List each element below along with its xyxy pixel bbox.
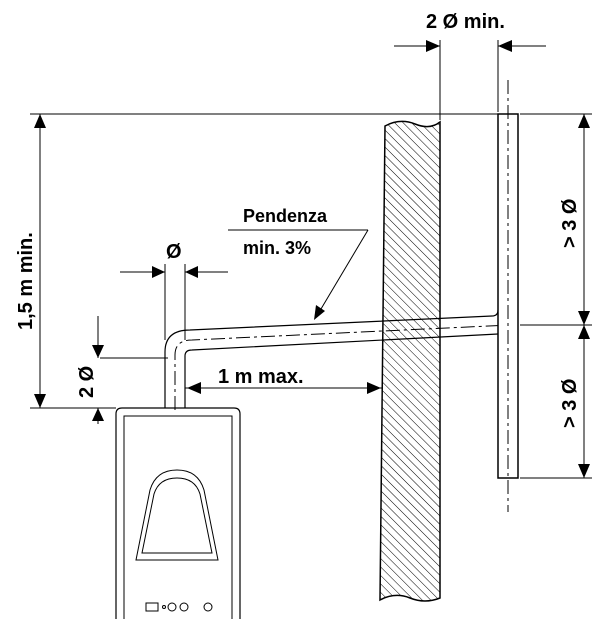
slope-value: min. 3% xyxy=(243,238,311,258)
boiler-controls-icon xyxy=(145,602,213,612)
lower-extension-label: > 3 Ø xyxy=(559,379,581,428)
wall xyxy=(379,120,441,602)
elbow-rise-label: 2 Ø xyxy=(76,366,98,398)
dimension-horizontal-run: 1 m max. xyxy=(185,366,383,394)
pipe-diameter-label: Ø xyxy=(166,241,182,263)
dimension-wall-clearance: 2 Ø min. xyxy=(394,11,546,120)
dimension-terminal-extensions: > 3 Ø > 3 Ø xyxy=(520,113,592,479)
dimension-total-height: 1,5 m min. xyxy=(15,113,498,409)
dimension-pipe-diameter: Ø xyxy=(120,241,228,340)
total-height-label: 1,5 m min. xyxy=(15,232,37,330)
upper-extension-label: > 3 Ø xyxy=(559,199,581,248)
horizontal-run-label: 1 m max. xyxy=(218,366,304,388)
flue-pipe xyxy=(164,309,511,410)
boiler-unit xyxy=(115,407,241,619)
slope-note: Pendenza min. 3% xyxy=(228,206,369,320)
vertical-terminal xyxy=(497,80,519,512)
slope-title: Pendenza xyxy=(243,206,328,226)
wall-clearance-label: 2 Ø min. xyxy=(426,11,505,33)
